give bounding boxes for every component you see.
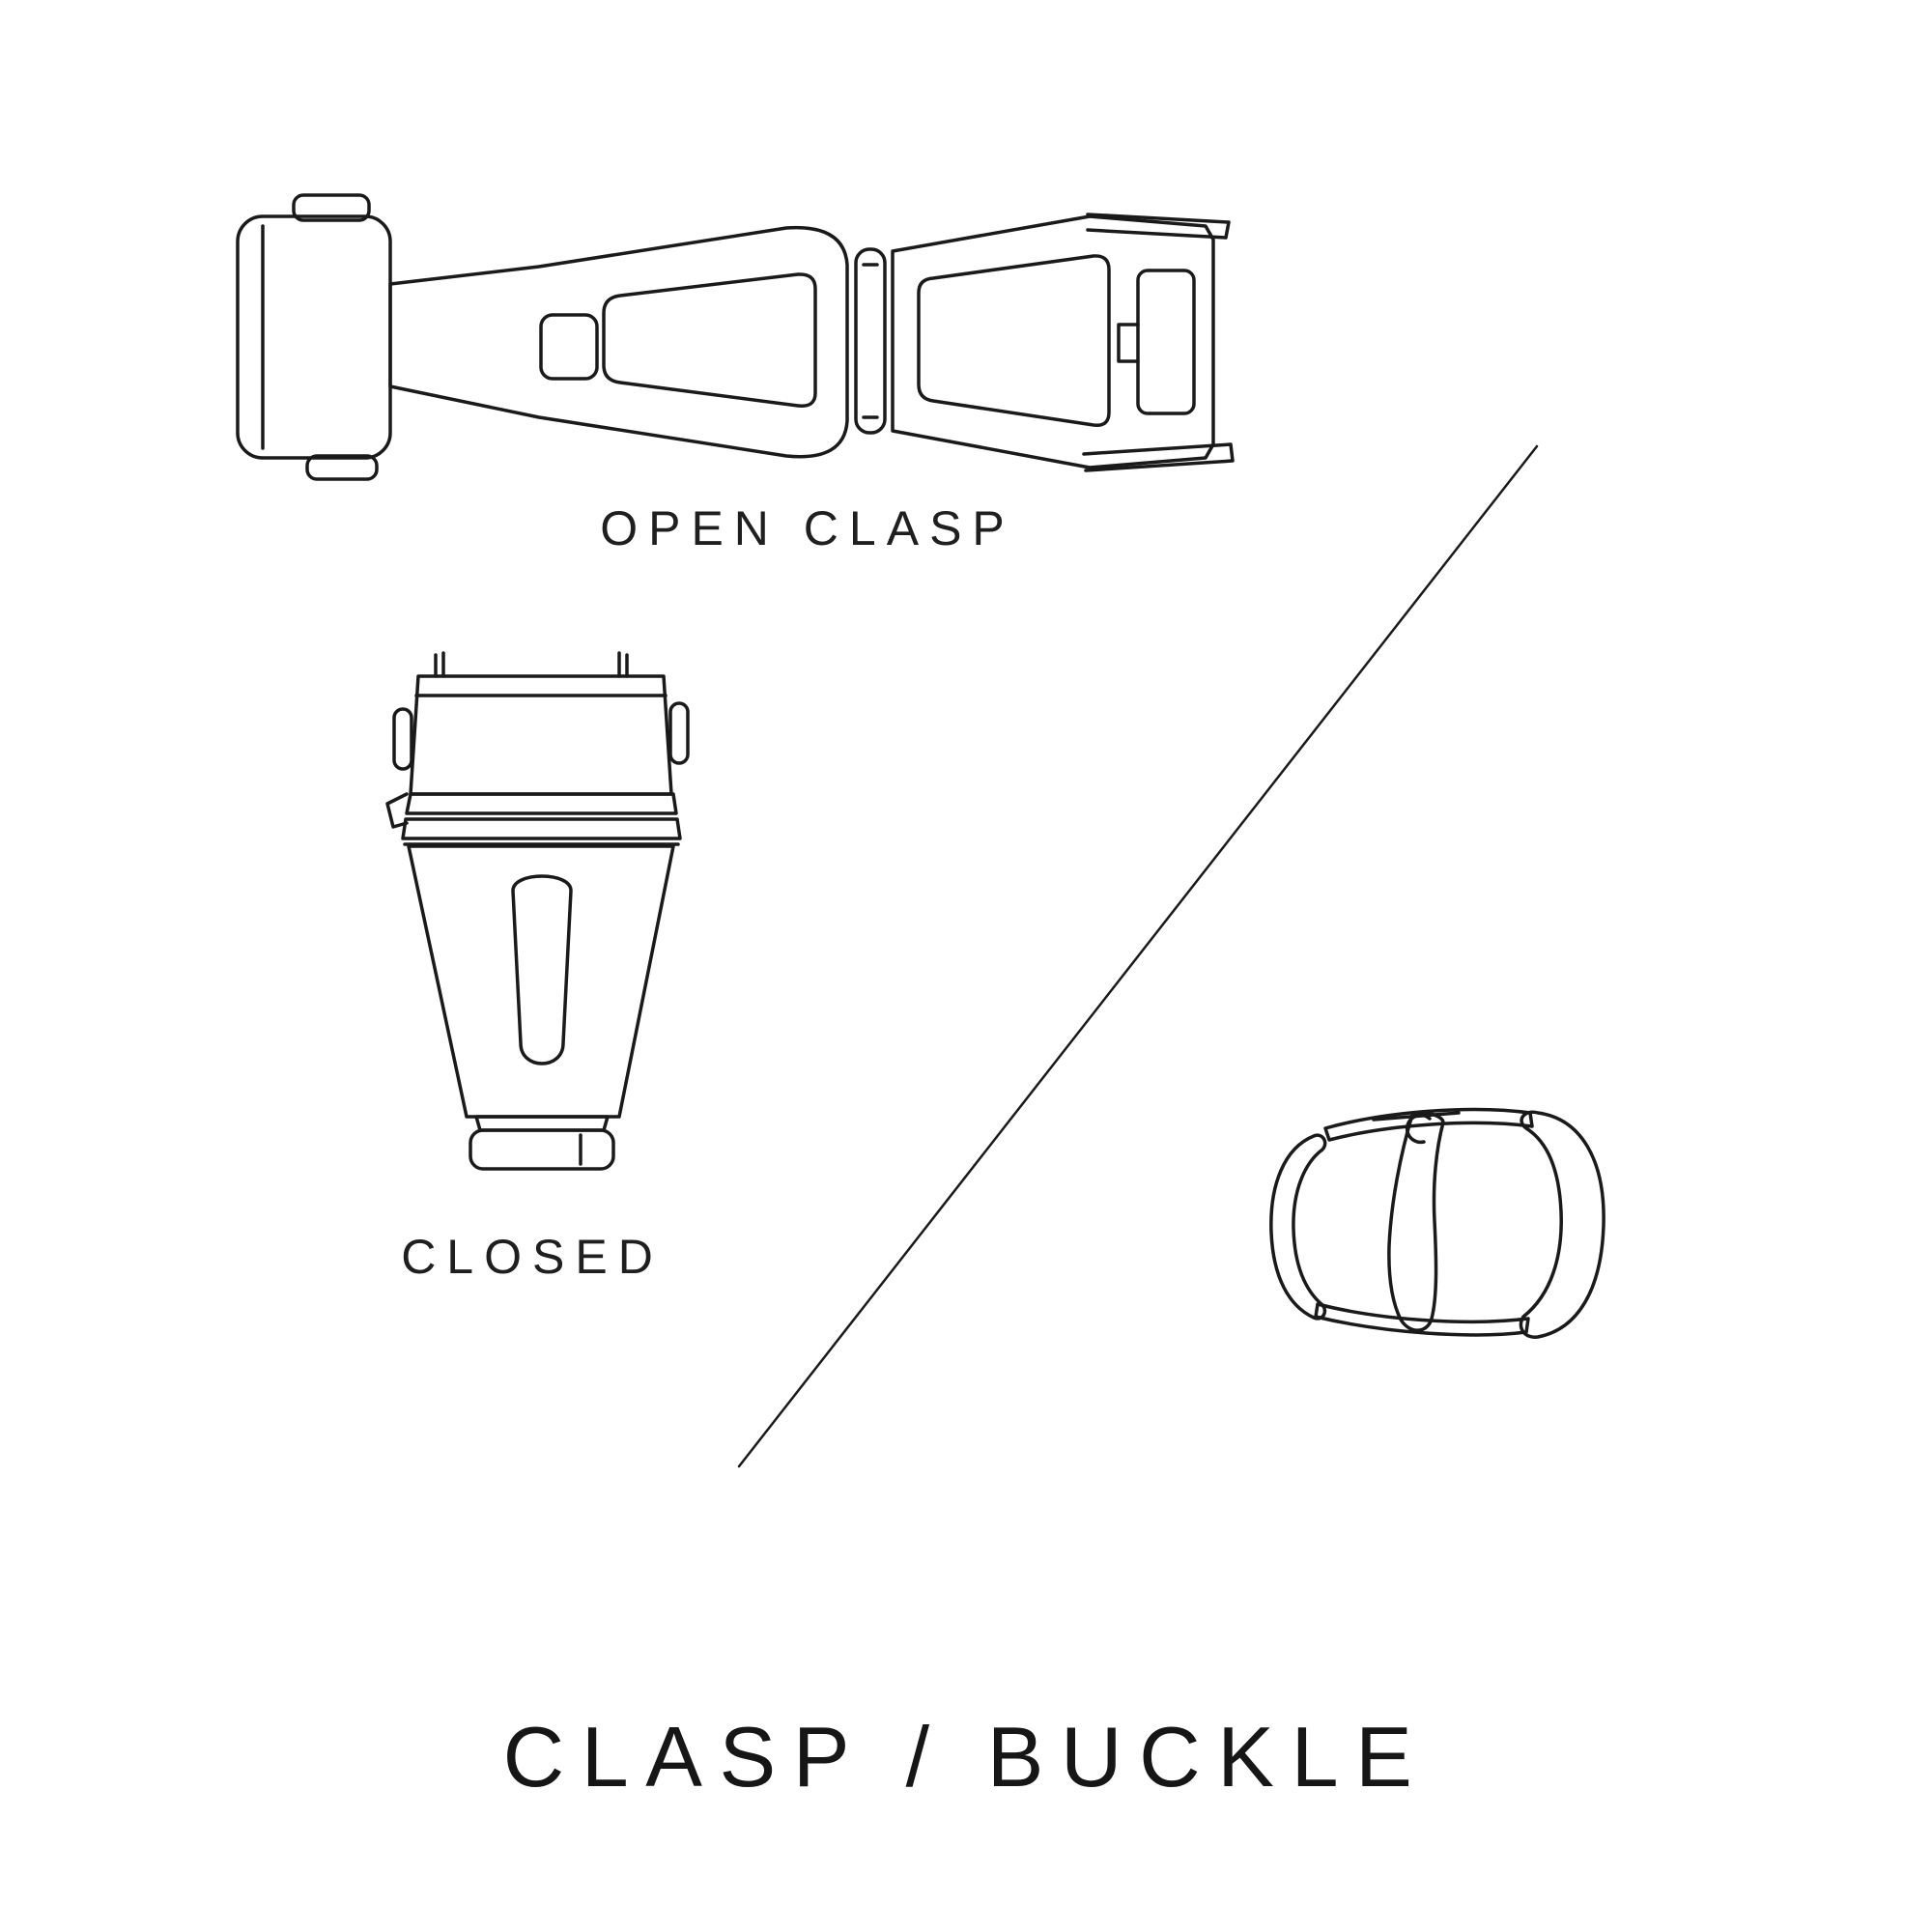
pin-buckle-illustration: [1269, 1107, 1605, 1339]
open-clasp-illustration: [236, 193, 1235, 481]
divider-line: [737, 444, 1539, 1468]
closed-clasp-illustration: [385, 651, 690, 1171]
diagram-title: CLASP / BUCKLE: [502, 1709, 1430, 1804]
open-clasp-caption: OPEN CLASP: [600, 501, 1015, 555]
closed-clasp-caption: CLOSED: [401, 1230, 664, 1284]
